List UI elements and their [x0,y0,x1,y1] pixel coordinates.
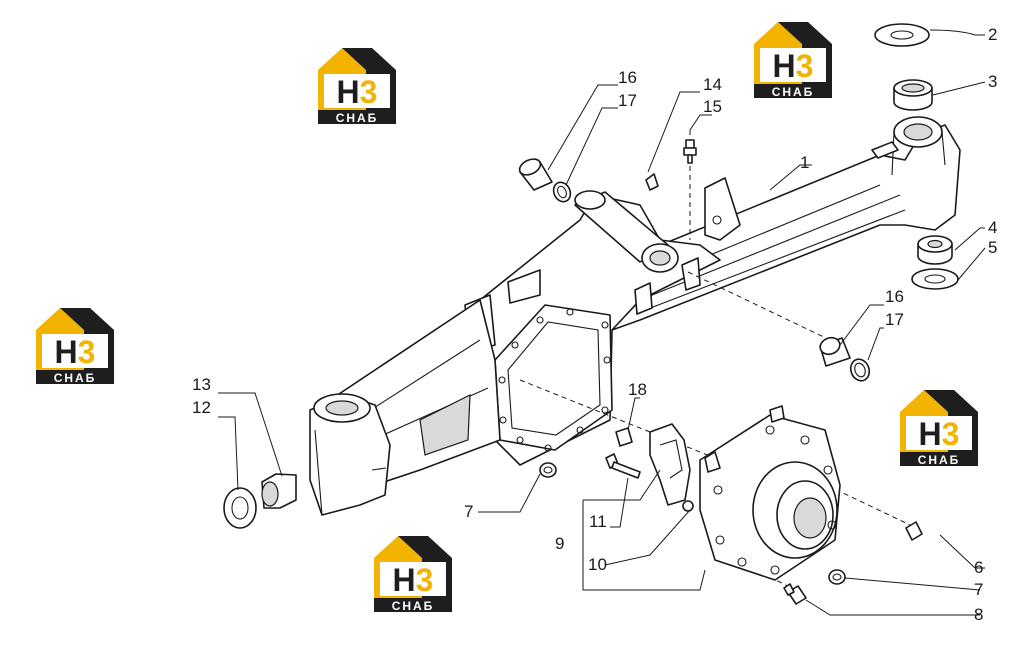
callout-number: 11 [589,512,607,531]
callout-number: 5 [988,238,997,257]
bearing-cap [649,423,694,512]
callout-number: 17 [885,310,904,329]
callout-number: 2 [988,25,997,44]
flange-bolt [783,583,807,605]
seal-ring [223,487,257,529]
fill-plug [828,569,846,585]
callout-number: 14 [703,75,722,94]
callout-number: 18 [628,380,647,399]
bushing-upper [518,158,572,203]
callout-number: 3 [988,72,997,91]
watermark-logo [900,390,978,467]
watermark-logo [318,48,396,125]
seal-washer [911,268,959,290]
callout-number: 13 [192,375,211,394]
callout-number: 8 [974,605,983,624]
cap-bolt [605,453,641,479]
callout-number: 12 [192,398,211,417]
callout-number: 7 [974,580,983,599]
dowel-pin [615,427,633,447]
drain-plug [539,462,557,478]
kingpin-bushing [893,79,933,111]
watermark-logo [754,22,832,99]
differential-carrier [699,405,841,581]
callout-number: 16 [885,287,904,306]
breather-plug [683,139,697,164]
callout-number: 15 [703,97,722,116]
callout-number: 9 [555,534,564,553]
callout-number: 10 [588,555,607,574]
callout-number: 6 [974,558,983,577]
watermark-logo [374,536,452,613]
watermark-logo [36,308,114,385]
callout-number: 7 [464,502,473,521]
thrust-washer [874,23,930,47]
callout-number: 4 [988,218,997,237]
axle-housing [309,116,961,516]
leader-lines [218,29,986,616]
callout-number: 16 [618,68,637,87]
bushing-lower [819,336,871,382]
set-screw [645,173,659,191]
kingpin-bushing-left [261,473,297,509]
bearing [917,235,953,265]
locating-pin [905,521,923,541]
callout-number: 1 [800,153,809,172]
callout-number: 17 [618,91,637,110]
